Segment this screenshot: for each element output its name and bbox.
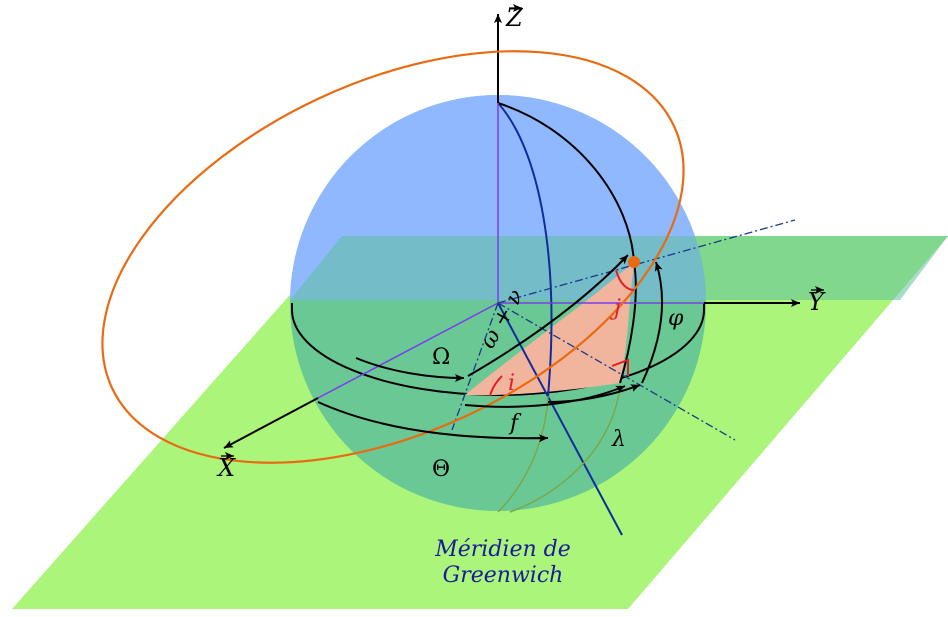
theta-label: Θ (432, 457, 450, 482)
omega-nu-arc (467, 254, 629, 377)
lambda-label: λ (611, 427, 626, 452)
phi-arc (641, 261, 664, 384)
greenwich-meridian (497, 102, 553, 397)
point-direction-line (497, 219, 796, 304)
x-axis (317, 302, 499, 399)
y-axis-label: Y (808, 288, 826, 316)
node-line (451, 302, 499, 431)
greenwich-meridian-line (497, 302, 623, 536)
omega-arc (355, 357, 465, 382)
orbit-ellipse (101, 50, 685, 464)
x-axis-arrow (223, 397, 319, 449)
projection-line (497, 302, 736, 441)
angle-i-arc (489, 375, 503, 397)
point-meridian (497, 102, 637, 384)
meridian-below-2 (509, 384, 621, 513)
angle-j-arc (615, 269, 635, 291)
f-arc (464, 385, 626, 408)
phi-label: φ (668, 306, 684, 331)
right-angle-marker (611, 358, 629, 376)
x-axis-label: X (216, 454, 236, 482)
theta-arc (317, 401, 549, 443)
meridian-label-line2: Greenwich (443, 563, 564, 588)
lambda-arc (547, 384, 641, 403)
spherical-triangle (465, 262, 634, 396)
angle-i-label: i (508, 371, 515, 396)
equator-rim (291, 303, 705, 396)
plane-overlap (290, 236, 948, 300)
meridian-label-line1: Méridien de (434, 537, 571, 562)
satellite-point (628, 256, 640, 268)
meridian-below (497, 395, 549, 513)
omega-label: Ω (432, 345, 450, 370)
